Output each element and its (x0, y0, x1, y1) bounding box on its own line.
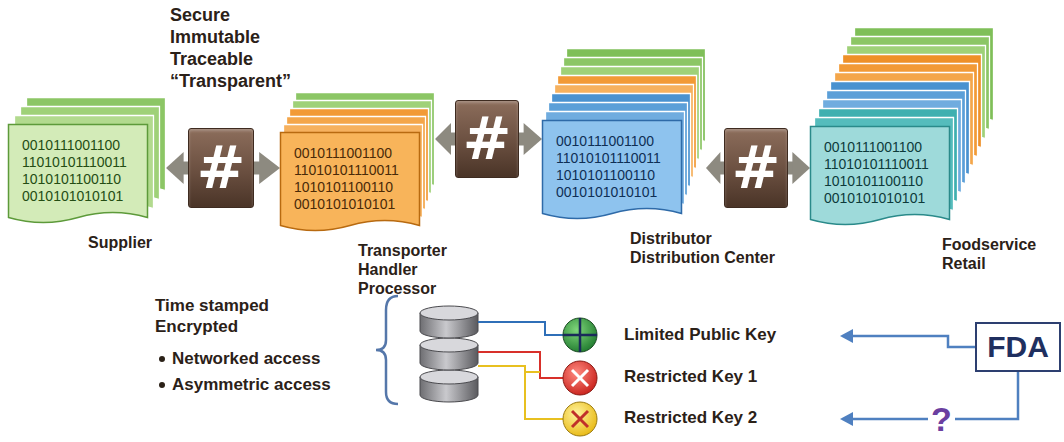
document-stack: 0010111001100 11010101110011 10101011001… (542, 48, 706, 224)
bullet-text: Asymmetric access (172, 375, 331, 395)
document-page (281, 133, 420, 231)
double-arrow (519, 123, 542, 155)
curly-bracket (376, 296, 398, 404)
restricted-key-symbol (563, 361, 597, 395)
note-heading: Time stamped Encrypted (155, 295, 295, 337)
access-line (478, 322, 563, 335)
restricted-key-symbol (563, 402, 597, 436)
bullet-dot (159, 356, 165, 362)
agency-box: FDA (975, 322, 1061, 372)
arrow-head (166, 152, 184, 184)
double-arrow (706, 152, 724, 184)
hash-box: # (188, 128, 254, 208)
arrow-head (259, 152, 280, 184)
access-arrow (852, 336, 975, 347)
stack-label: Supplier (88, 233, 152, 252)
arrow-head (840, 329, 853, 343)
stack-label: Distributor Distribution Center (630, 229, 805, 267)
stack-label: Foodservice Retail (942, 235, 1036, 273)
access-line (478, 366, 563, 419)
stack-label: Transporter Handler Processor (358, 241, 447, 298)
arrow-head (840, 412, 853, 426)
document-stack: 0010111001100 11010101110011 10101011001… (8, 97, 166, 228)
binary-text: 0010111001100 11010101110011 10101011001… (556, 133, 661, 201)
arrow-head (792, 152, 810, 184)
access-line (525, 371, 540, 373)
double-arrow (435, 123, 455, 155)
agency-label: FDA (987, 332, 1049, 362)
double-arrow (254, 152, 280, 184)
arrow-head (435, 123, 451, 155)
public-key-symbol (563, 318, 597, 352)
arrow-head (524, 123, 542, 155)
hash-symbol: # (463, 110, 512, 168)
database-icon (420, 306, 478, 402)
document-page (811, 127, 950, 225)
binary-text: 0010111001100 11010101110011 10101011001… (294, 145, 399, 213)
double-arrow (788, 152, 810, 184)
key-label: Restricted Key 2 (624, 408, 757, 428)
document-page (543, 121, 682, 219)
key-label: Limited Public Key (624, 325, 776, 345)
double-arrow (166, 152, 188, 184)
question-mark: ? (928, 402, 955, 436)
key-label: Restricted Key 1 (624, 367, 757, 387)
document-stack: 0010111001100 11010101110011 10101011001… (280, 92, 435, 236)
hash-box: # (724, 128, 788, 208)
bullet-text: Networked access (172, 349, 320, 369)
bullet-dot (159, 382, 165, 388)
binary-text: 0010111001100 11010101110011 10101011001… (22, 137, 127, 205)
document-page (9, 125, 148, 223)
hash-symbol: # (732, 139, 781, 197)
feature-list: Secure Immutable Traceable “Transparent” (170, 4, 291, 92)
document-stack: 0010111001100 11010101110011 10101011001… (810, 27, 994, 230)
arrow-head (706, 152, 720, 184)
hash-box: # (455, 100, 519, 178)
hash-symbol: # (197, 139, 246, 197)
binary-text: 0010111001100 11010101110011 10101011001… (824, 139, 929, 207)
